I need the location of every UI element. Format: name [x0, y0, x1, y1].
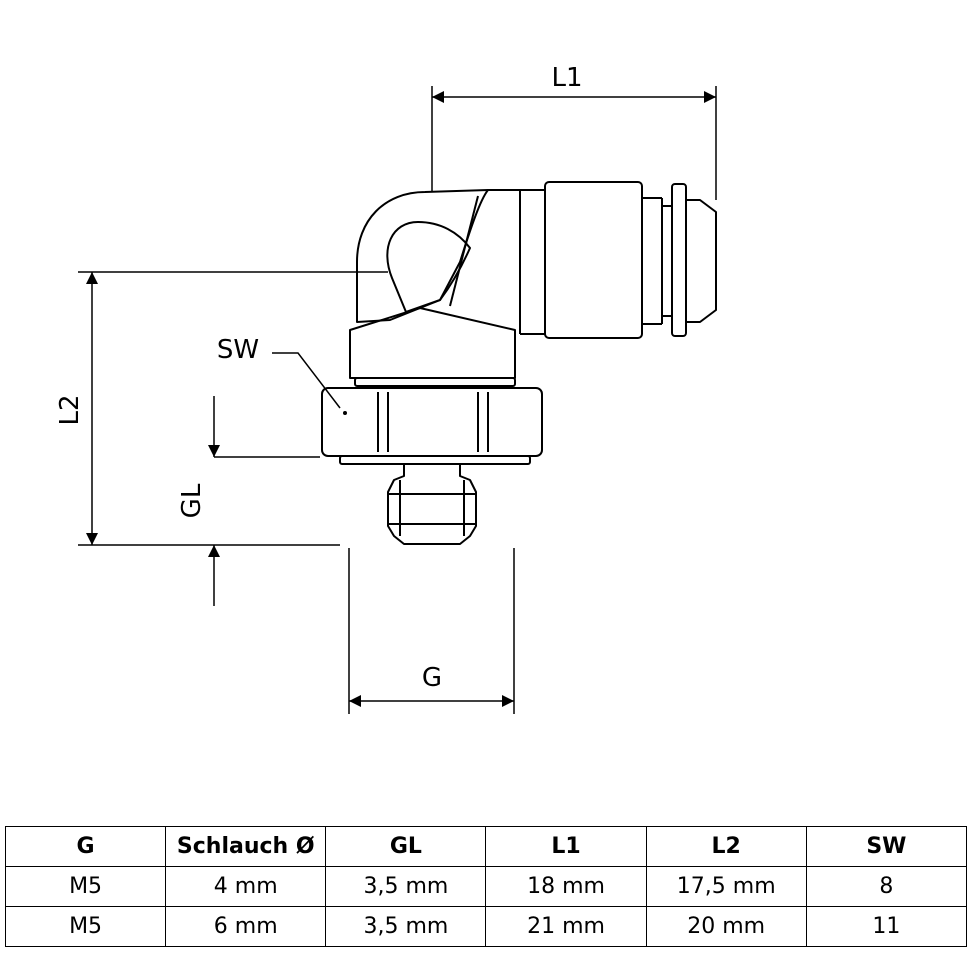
sw-label: SW [217, 335, 259, 365]
cell-sw: 11 [805, 906, 968, 947]
header-gl: GL [325, 826, 487, 867]
table-row: M5 4 mm 3,5 mm 18 mm 17,5 mm 8 [4, 866, 968, 907]
thread-spigot [387, 463, 477, 545]
cell-l2: 20 mm [645, 906, 807, 947]
cell-hose-diameter: 6 mm [165, 906, 327, 947]
dim-g-label: G [422, 663, 442, 693]
header-g: G [4, 826, 167, 867]
base-collar [349, 307, 516, 379]
cell-gl: 3,5 mm [325, 906, 487, 947]
cell-sw: 8 [805, 866, 968, 907]
cell-l2: 17,5 mm [645, 866, 807, 907]
table-header-row: G Schlauch Ø GL L1 L2 SW [4, 826, 968, 867]
dim-l1-label: L1 [551, 63, 582, 93]
cell-g: M5 [4, 866, 167, 907]
dim-l2-label: L2 [55, 394, 85, 425]
release-ring [671, 183, 687, 337]
cell-g: M5 [4, 906, 167, 947]
hex-nut [321, 387, 543, 457]
header-l2: L2 [645, 826, 807, 867]
elbow-body [356, 189, 521, 334]
collet-body [544, 181, 643, 339]
spec-table: G Schlauch Ø GL L1 L2 SW M5 4 mm 3,5 mm … [4, 826, 968, 947]
cell-gl: 3,5 mm [325, 866, 487, 907]
elbow-inner-port [386, 221, 471, 313]
fitting-drawing: L1 L2 SW GL G [55, 63, 717, 714]
table-row: M5 6 mm 3,5 mm 21 mm 20 mm 11 [4, 906, 968, 947]
header-sw: SW [805, 826, 968, 867]
header-l1: L1 [485, 826, 647, 867]
dim-gl-label: GL [177, 483, 207, 518]
cell-hose-diameter: 4 mm [165, 866, 327, 907]
cell-l1: 21 mm [485, 906, 647, 947]
cell-l1: 18 mm [485, 866, 647, 907]
header-hose-diameter: Schlauch Ø [165, 826, 327, 867]
